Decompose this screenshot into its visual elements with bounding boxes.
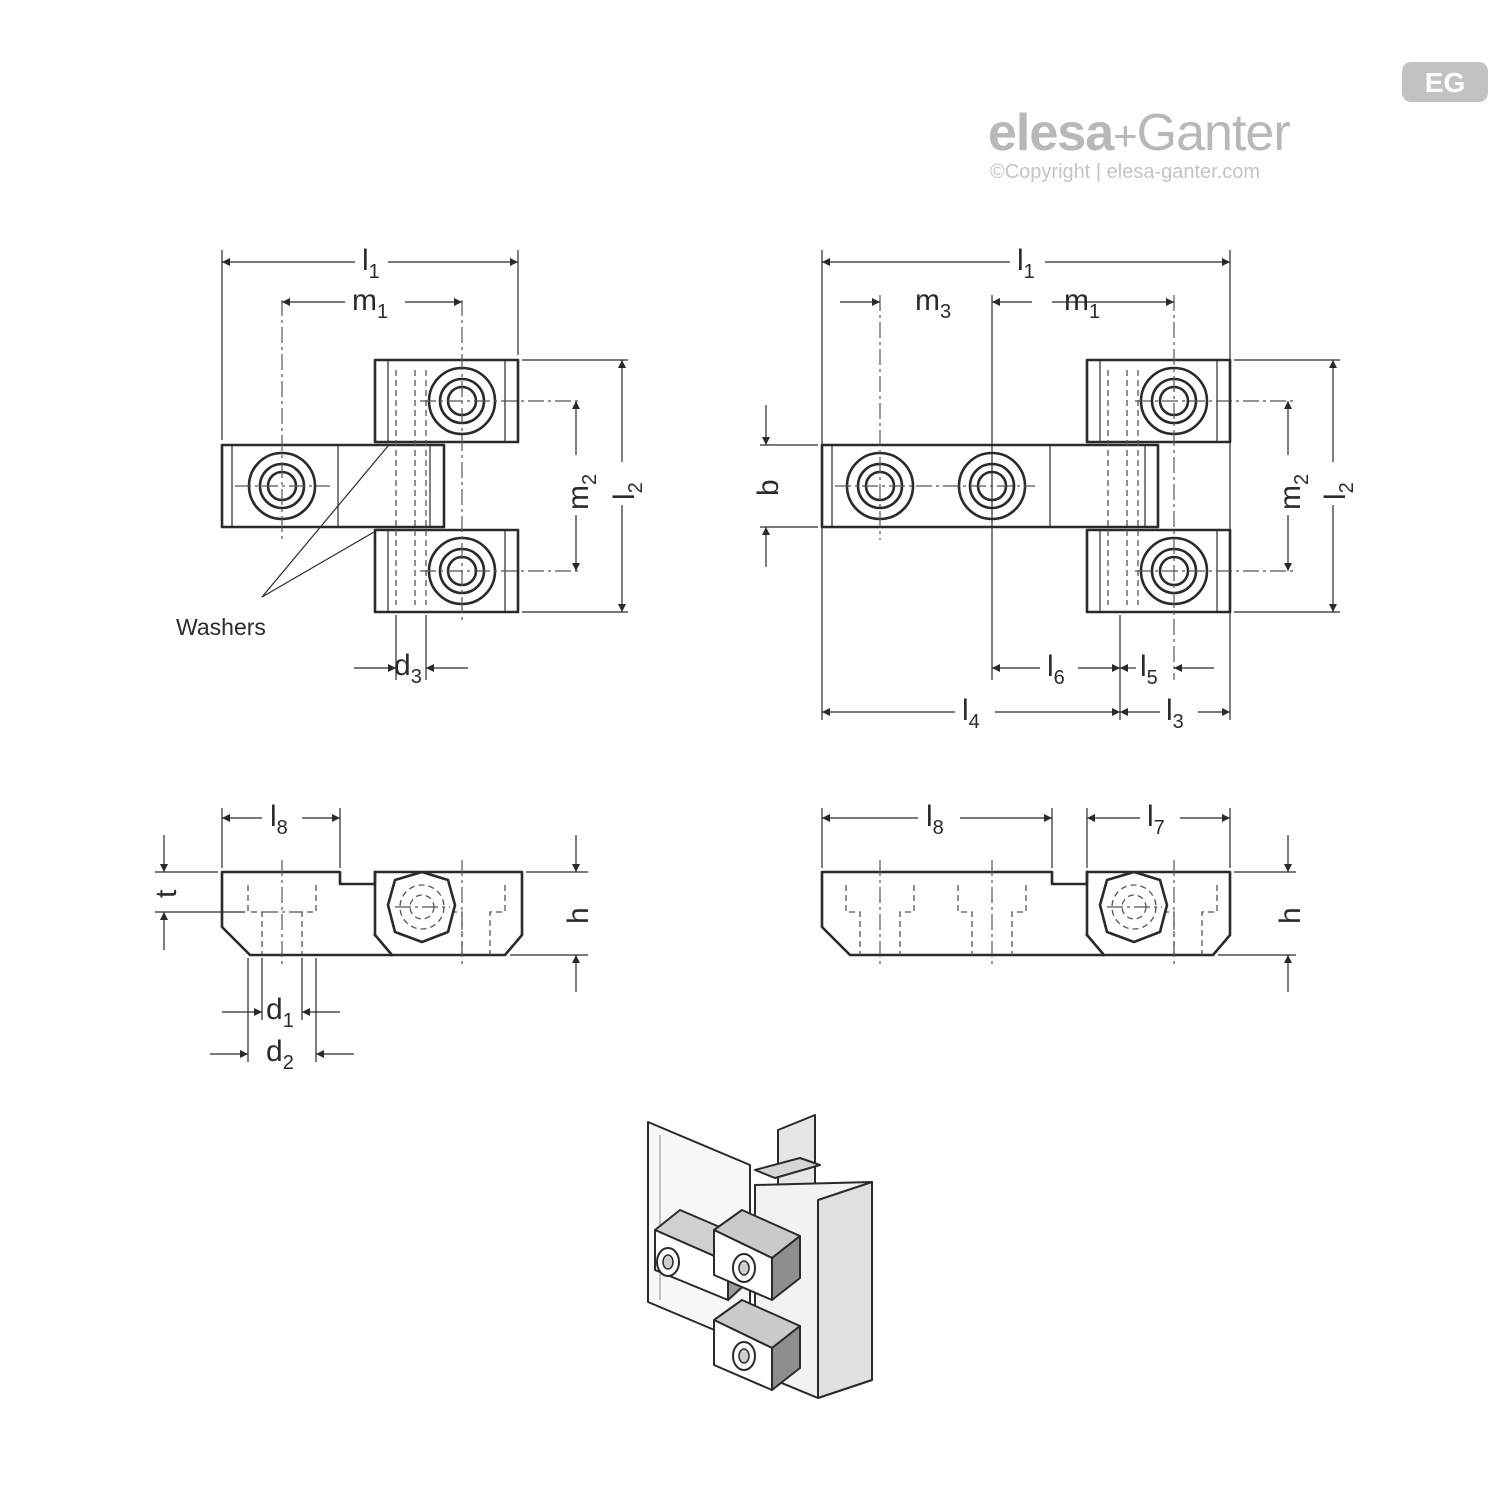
hidden-counterbore — [247, 885, 317, 955]
dim-m2: m2 — [1274, 474, 1313, 510]
dim-h: h — [562, 907, 595, 924]
dim-d3: d3 — [394, 649, 422, 688]
washers-callout: Washers — [176, 614, 266, 640]
brand-logo: EG elesa+Ganter ©Copyright | elesa-gante… — [988, 62, 1488, 183]
dim-m1: m1 — [352, 284, 388, 323]
dim-l4: l4 — [962, 694, 980, 733]
dim-l8: l8 — [270, 800, 288, 839]
brand-copyright: ©Copyright | elesa-ganter.com — [990, 161, 1260, 183]
knuckle-side — [771, 1325, 801, 1391]
dim-l1: l1 — [362, 244, 380, 283]
dim-b: b — [752, 479, 785, 496]
dim-h: h — [1274, 907, 1307, 924]
dim-l2: l2 — [1319, 482, 1358, 500]
screw-head-icon — [386, 870, 457, 944]
dim-m3: m3 — [915, 284, 951, 323]
dim-m2: m2 — [562, 474, 601, 510]
brand-name-part1: elesa — [988, 104, 1115, 162]
dim-l2: l2 — [608, 482, 647, 500]
dim-l1: l1 — [1017, 244, 1035, 283]
eg-badge-text: EG — [1425, 67, 1465, 98]
screw-icon — [732, 1341, 756, 1371]
eg-badge-icon — [1402, 62, 1488, 102]
dim-l3: l3 — [1166, 694, 1184, 733]
brand-plus: + — [1113, 112, 1137, 159]
dim-l7: l7 — [1147, 800, 1165, 839]
leader-line — [261, 531, 375, 598]
part-edge-line — [1085, 933, 1106, 957]
dim-m1: m1 — [1064, 284, 1100, 323]
dim-d1: d1 — [266, 993, 294, 1032]
dim-t: t — [150, 889, 183, 898]
brand-name-part2: Ganter — [1137, 104, 1291, 162]
dim-l5: l5 — [1140, 650, 1158, 689]
screw-icon — [732, 1253, 756, 1283]
side-profile — [820, 870, 1232, 957]
screw-icon — [656, 1247, 680, 1277]
side-profile — [220, 870, 524, 957]
dim-l8: l8 — [926, 800, 944, 839]
isometric-view — [647, 1114, 873, 1399]
part-edge-line — [373, 933, 394, 957]
knuckle-side — [771, 1235, 801, 1301]
top-left-view: l1 m1 m2 l2 d3 Washers — [176, 244, 647, 688]
bottom-right-view: l8 l7 h — [820, 800, 1307, 992]
frame-top — [754, 1157, 821, 1179]
dim-d2: d2 — [266, 1035, 294, 1074]
screw-head-icon — [1098, 870, 1169, 944]
top-right-view: l1 m3 m1 b m2 l2 l6 l5 l4 l3 — [752, 244, 1358, 733]
hidden-counterbore — [957, 885, 1027, 955]
dim-l6: l6 — [1047, 650, 1065, 689]
bottom-left-view: l8 t h d1 d2 — [150, 800, 595, 1074]
leader-line — [261, 445, 389, 598]
brand-name: elesa+Ganter — [988, 104, 1290, 162]
right-panel-side — [817, 1181, 873, 1399]
hidden-counterbore — [845, 885, 915, 955]
